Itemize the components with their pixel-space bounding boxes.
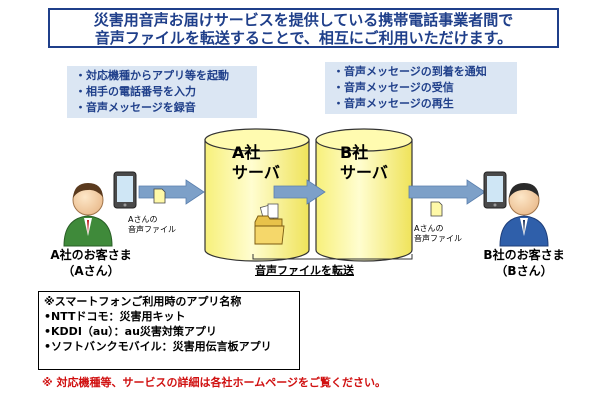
customer-b-caption: B社のお客さま （Bさん） xyxy=(478,247,570,279)
receiver-feature: ・音声メッセージの再生 xyxy=(333,97,454,110)
file-label-a-type: 音声ファイル xyxy=(128,225,176,234)
sender-feature: ・音声メッセージを録音 xyxy=(75,101,196,114)
receiver-feature: ・音声メッセージの受信 xyxy=(333,81,454,94)
customer-b-nickname: （Bさん） xyxy=(495,264,553,278)
server-b-cylinder xyxy=(315,128,413,262)
folder-icon xyxy=(254,203,285,245)
person-a-icon xyxy=(63,183,113,247)
file-label-b-owner: Aさんの xyxy=(414,224,444,233)
app-name-item: •ソフトバンクモバイル：災害用伝言板アプリ xyxy=(44,340,272,353)
app-names-box: ※スマートフォンご利用時のアプリ名称 •NTTドコモ：災害用キット •KDDI（… xyxy=(38,291,300,370)
transfer-label: 音声ファイルを転送 xyxy=(255,264,354,277)
arrow-server-a-to-b xyxy=(273,179,326,205)
sender-feature: ・対応機種からアプリ等を起動 xyxy=(75,69,229,82)
server-b-name: B社 xyxy=(340,143,369,162)
person-b-icon xyxy=(499,183,549,247)
sender-features-box: ・対応機種からアプリ等を起動 ・相手の電話番号を入力 ・音声メッセージを録音 xyxy=(67,66,257,118)
file-label-b: Aさんの 音声ファイル xyxy=(414,224,462,244)
title-line-1: 災害用音声お届けサービスを提供している携帯電話事業者間で xyxy=(93,11,514,29)
app-name-item: •KDDI（au）：au災害対策アプリ xyxy=(44,325,217,338)
server-a-label: A社 サーバ xyxy=(232,143,280,183)
title-line-2: 音声ファイルを転送することで、相互にご利用いただけます。 xyxy=(94,29,513,47)
app-names-heading: ※スマートフォンご利用時のアプリ名称 xyxy=(44,295,242,308)
file-label-a: Aさんの 音声ファイル xyxy=(128,215,176,235)
customer-a-nickname: （Aさん） xyxy=(62,264,120,278)
phone-icon xyxy=(483,171,507,209)
title-box: 災害用音声お届けサービスを提供している携帯電話事業者間で 音声ファイルを転送する… xyxy=(48,8,559,48)
receiver-features-box: ・音声メッセージの到着を通知 ・音声メッセージの受信 ・音声メッセージの再生 xyxy=(325,62,517,114)
customer-a-name: A社のお客さま xyxy=(50,248,132,262)
receiver-feature: ・音声メッセージの到着を通知 xyxy=(333,65,487,78)
sender-feature: ・相手の電話番号を入力 xyxy=(75,85,196,98)
arrow-server-to-b xyxy=(408,179,486,205)
voice-file-icon xyxy=(153,188,166,204)
file-label-b-type: 音声ファイル xyxy=(414,234,462,243)
server-b-label: B社 サーバ xyxy=(340,143,388,183)
app-name-item: •NTTドコモ：災害用キット xyxy=(44,310,186,323)
server-b-type: サーバ xyxy=(340,163,388,182)
server-a-name: A社 xyxy=(232,143,261,162)
customer-b-name: B社のお客さま xyxy=(483,248,565,262)
transfer-bracket xyxy=(252,254,413,260)
file-label-a-owner: Aさんの xyxy=(128,215,158,224)
arrow-a-to-server xyxy=(138,179,205,205)
phone-icon xyxy=(113,171,137,209)
voice-file-icon xyxy=(430,201,443,217)
customer-a-caption: A社のお客さま （Aさん） xyxy=(46,247,136,279)
server-a-type: サーバ xyxy=(232,163,280,182)
notice-text: ※ 対応機種等、サービスの詳細は各社ホームページをご覧ください。 xyxy=(42,376,386,389)
